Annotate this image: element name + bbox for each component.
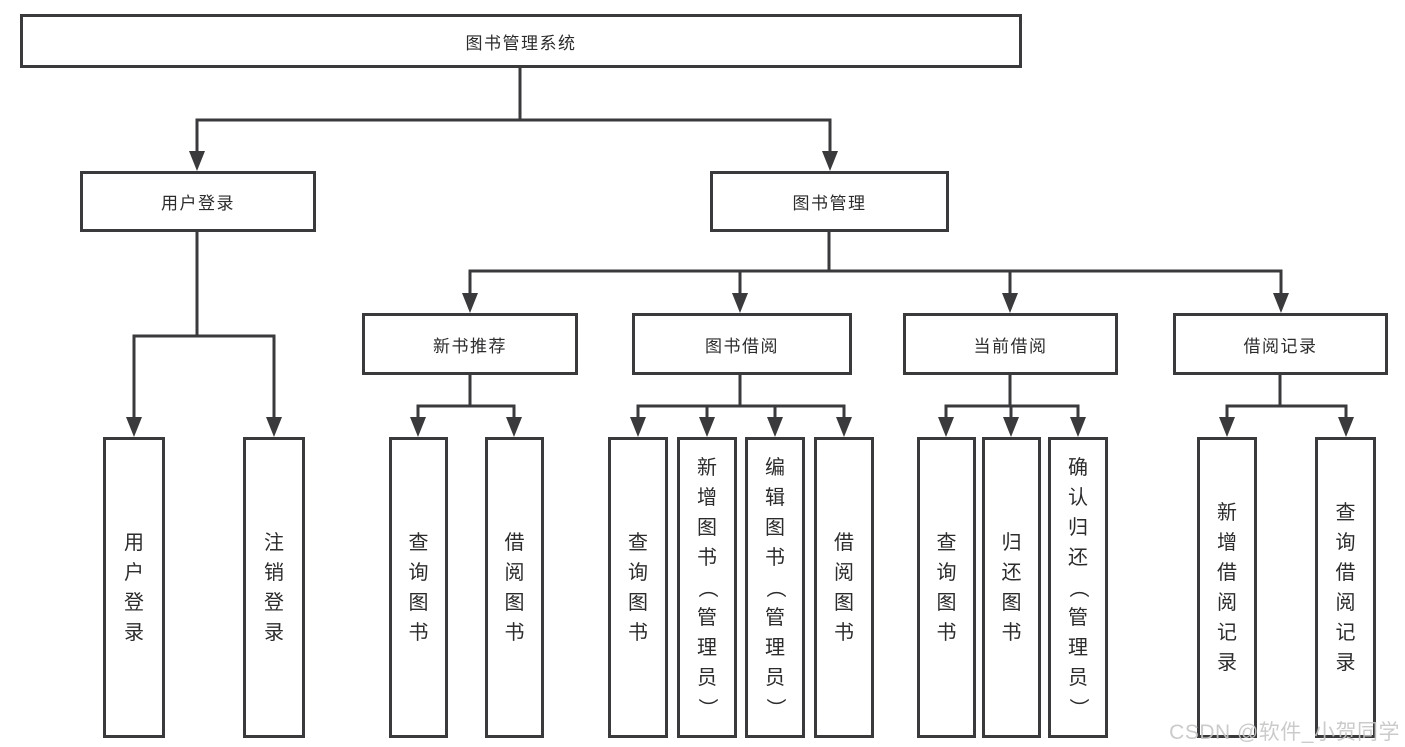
node-borrowing-records: 借阅记录 xyxy=(1173,313,1388,375)
leaf-add-book-admin: 新增图书（管理员） xyxy=(677,437,737,738)
node-root-library-management-system: 图书管理系统 xyxy=(20,14,1022,68)
arrowhead xyxy=(836,417,852,437)
node-current-borrowing: 当前借阅 xyxy=(903,313,1118,375)
connector-book-mgmt-to-level3 xyxy=(468,232,1283,297)
leaf-borrow-books: 借阅图书 xyxy=(814,437,874,738)
connector-borrow-records-to-leaves xyxy=(1225,375,1348,421)
connector-book-borrow-to-leaves xyxy=(636,375,846,421)
leaf-return-books: 归还图书 xyxy=(982,437,1041,738)
arrowhead xyxy=(1338,417,1354,437)
arrowhead xyxy=(1070,417,1086,437)
arrowhead xyxy=(732,293,748,313)
leaf-query-borrow-record: 查询借阅记录 xyxy=(1315,437,1376,738)
arrowhead xyxy=(1273,293,1289,313)
arrowheads xyxy=(126,151,1354,437)
leaf-query-books-current: 查询图书 xyxy=(917,437,976,738)
arrowhead xyxy=(189,151,205,171)
leaf-add-borrow-record: 新增借阅记录 xyxy=(1197,437,1257,738)
connector-new-book-to-leaves xyxy=(416,375,516,421)
arrowhead xyxy=(462,293,478,313)
arrowhead xyxy=(938,417,954,437)
leaf-query-books-recommend: 查询图书 xyxy=(389,437,448,738)
node-book-management: 图书管理 xyxy=(710,171,949,232)
arrowhead xyxy=(410,417,426,437)
leaf-confirm-return-admin: 确认归还（管理员） xyxy=(1048,437,1108,738)
arrowhead xyxy=(822,151,838,171)
node-new-book-recommendation: 新书推荐 xyxy=(362,313,578,375)
connector-root-to-level2 xyxy=(195,68,832,155)
connector-user-login-to-leaves xyxy=(132,232,276,421)
leaf-edit-book-admin: 编辑图书（管理员） xyxy=(745,437,805,738)
arrowhead xyxy=(1003,417,1019,437)
arrowhead xyxy=(630,417,646,437)
leaf-logout: 注销登录 xyxy=(243,437,305,738)
leaf-query-books-borrowing: 查询图书 xyxy=(608,437,668,738)
arrowhead xyxy=(767,417,783,437)
arrowhead xyxy=(506,417,522,437)
leaf-user-login: 用户登录 xyxy=(103,437,165,738)
csdn-watermark: CSDN @软件_小贺同学 xyxy=(1169,721,1400,744)
arrowhead xyxy=(1219,417,1235,437)
arrowhead xyxy=(699,417,715,437)
leaf-borrow-books-recommend: 借阅图书 xyxy=(485,437,544,738)
arrowhead xyxy=(266,417,282,437)
node-book-borrowing: 图书借阅 xyxy=(632,313,852,375)
connector-current-borrow-to-leaves xyxy=(944,375,1080,421)
node-user-login: 用户登录 xyxy=(80,171,316,232)
arrowhead xyxy=(1002,293,1018,313)
arrowhead xyxy=(126,417,142,437)
